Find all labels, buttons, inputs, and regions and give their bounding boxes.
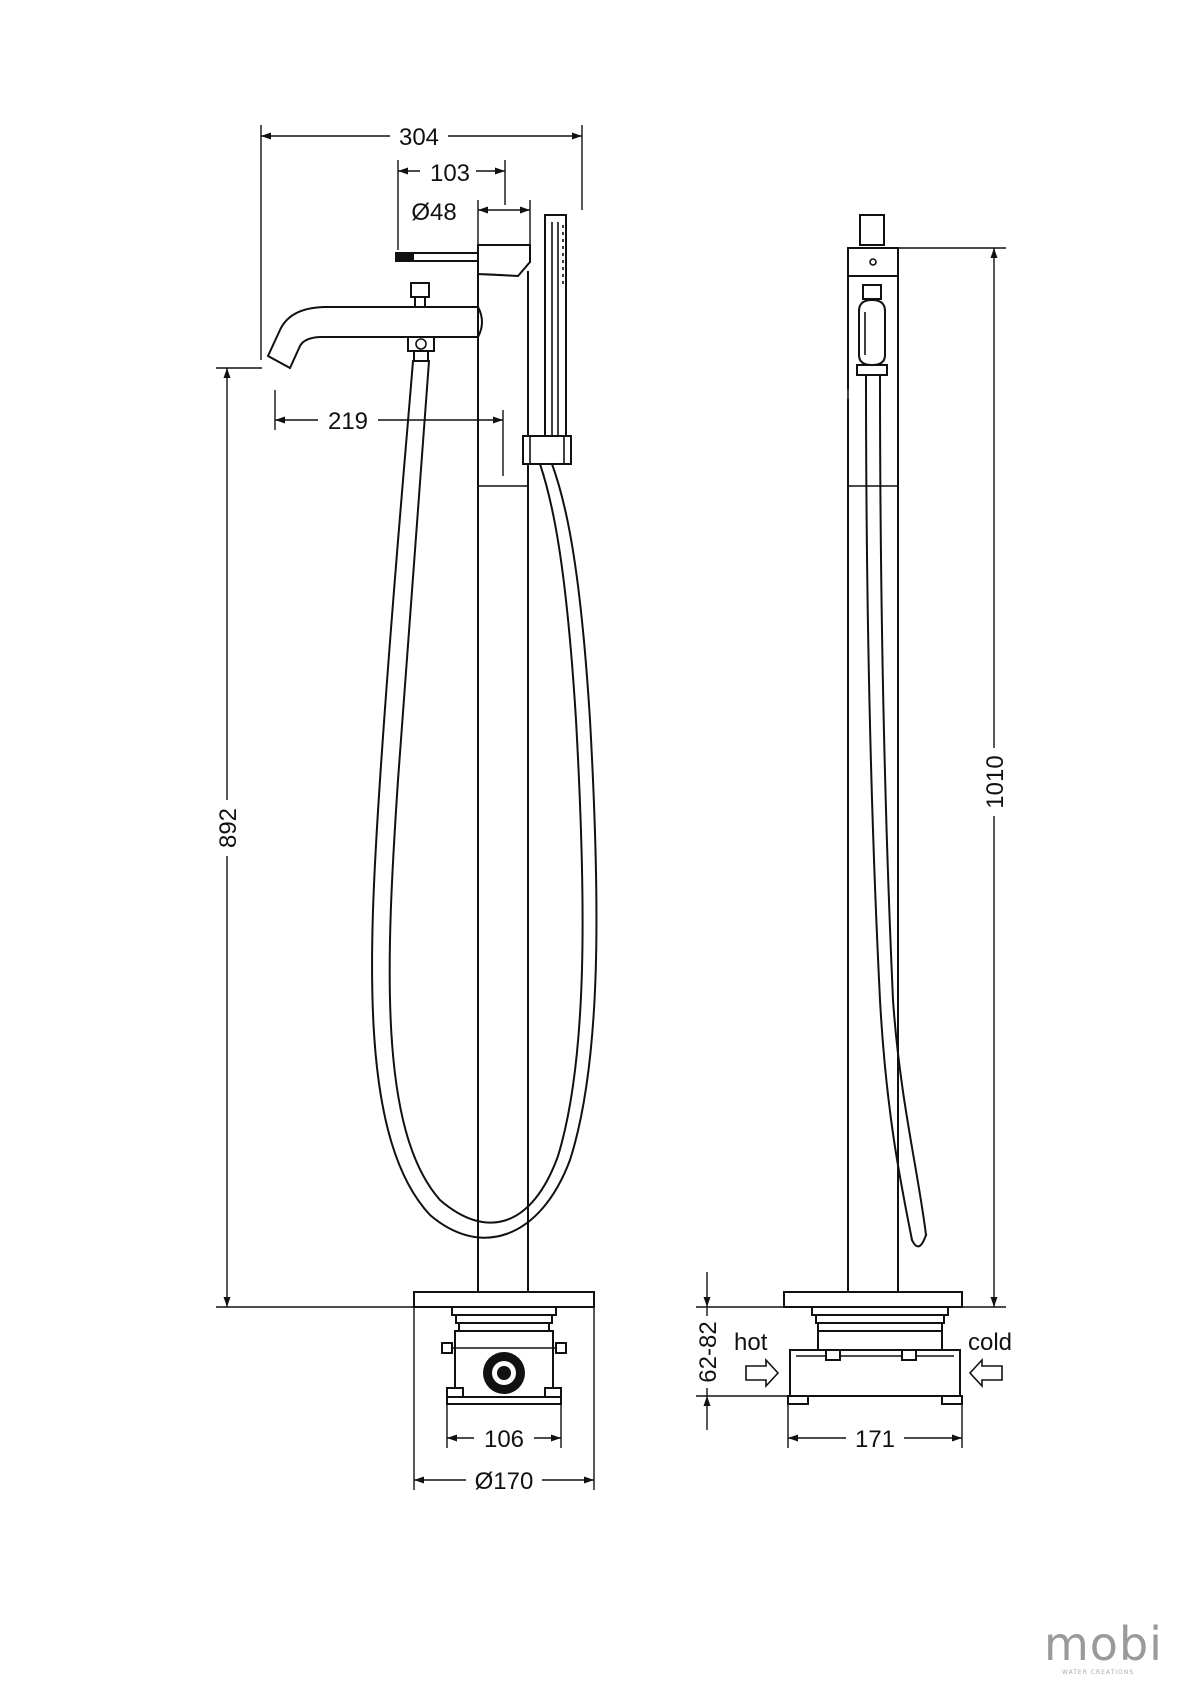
front-spout	[266, 282, 483, 370]
front-hand-shower	[522, 214, 572, 465]
label-cold: cold	[968, 1329, 1012, 1356]
front-shower-hose	[371, 359, 598, 1239]
side-head	[847, 214, 899, 389]
dim-spout-height: 892	[215, 808, 242, 848]
hot-inlet-arrow	[745, 1357, 780, 1389]
side-base-plate	[783, 1291, 963, 1308]
front-lever-body	[395, 244, 531, 278]
dim-spout-projection: 219	[328, 408, 368, 435]
label-hot: hot	[734, 1329, 768, 1356]
dim-base-diameter: Ø170	[475, 1468, 534, 1495]
cold-inlet-arrow	[968, 1357, 1003, 1389]
side-column	[847, 247, 899, 1293]
dim-body-diameter: Ø48	[411, 199, 456, 226]
side-view	[745, 214, 1003, 1405]
dim-installation-depth: 62-82	[695, 1321, 722, 1382]
side-shower-hose	[864, 373, 928, 1248]
front-view	[266, 214, 598, 1405]
dim-box-width: 106	[484, 1426, 524, 1453]
front-valve-box	[441, 1306, 567, 1405]
dim-lever-offset: 103	[430, 160, 470, 187]
brand-logo: mobi WATER CREATIONS	[1044, 1617, 1163, 1676]
dimension-lines	[216, 125, 1006, 1490]
dim-total-height: 1010	[982, 755, 1009, 808]
brand-wordmark: mobi	[1044, 1617, 1163, 1671]
dim-side-box-width: 171	[855, 1426, 895, 1453]
brand-tagline: WATER CREATIONS	[1062, 1669, 1134, 1676]
front-base-plate	[413, 1291, 595, 1308]
dimension-labels: 304 103 Ø48 219 892 1010 62-82 106 Ø170 …	[213, 122, 1012, 1495]
dim-overall-width: 304	[399, 124, 439, 151]
side-valve-box	[787, 1306, 963, 1405]
